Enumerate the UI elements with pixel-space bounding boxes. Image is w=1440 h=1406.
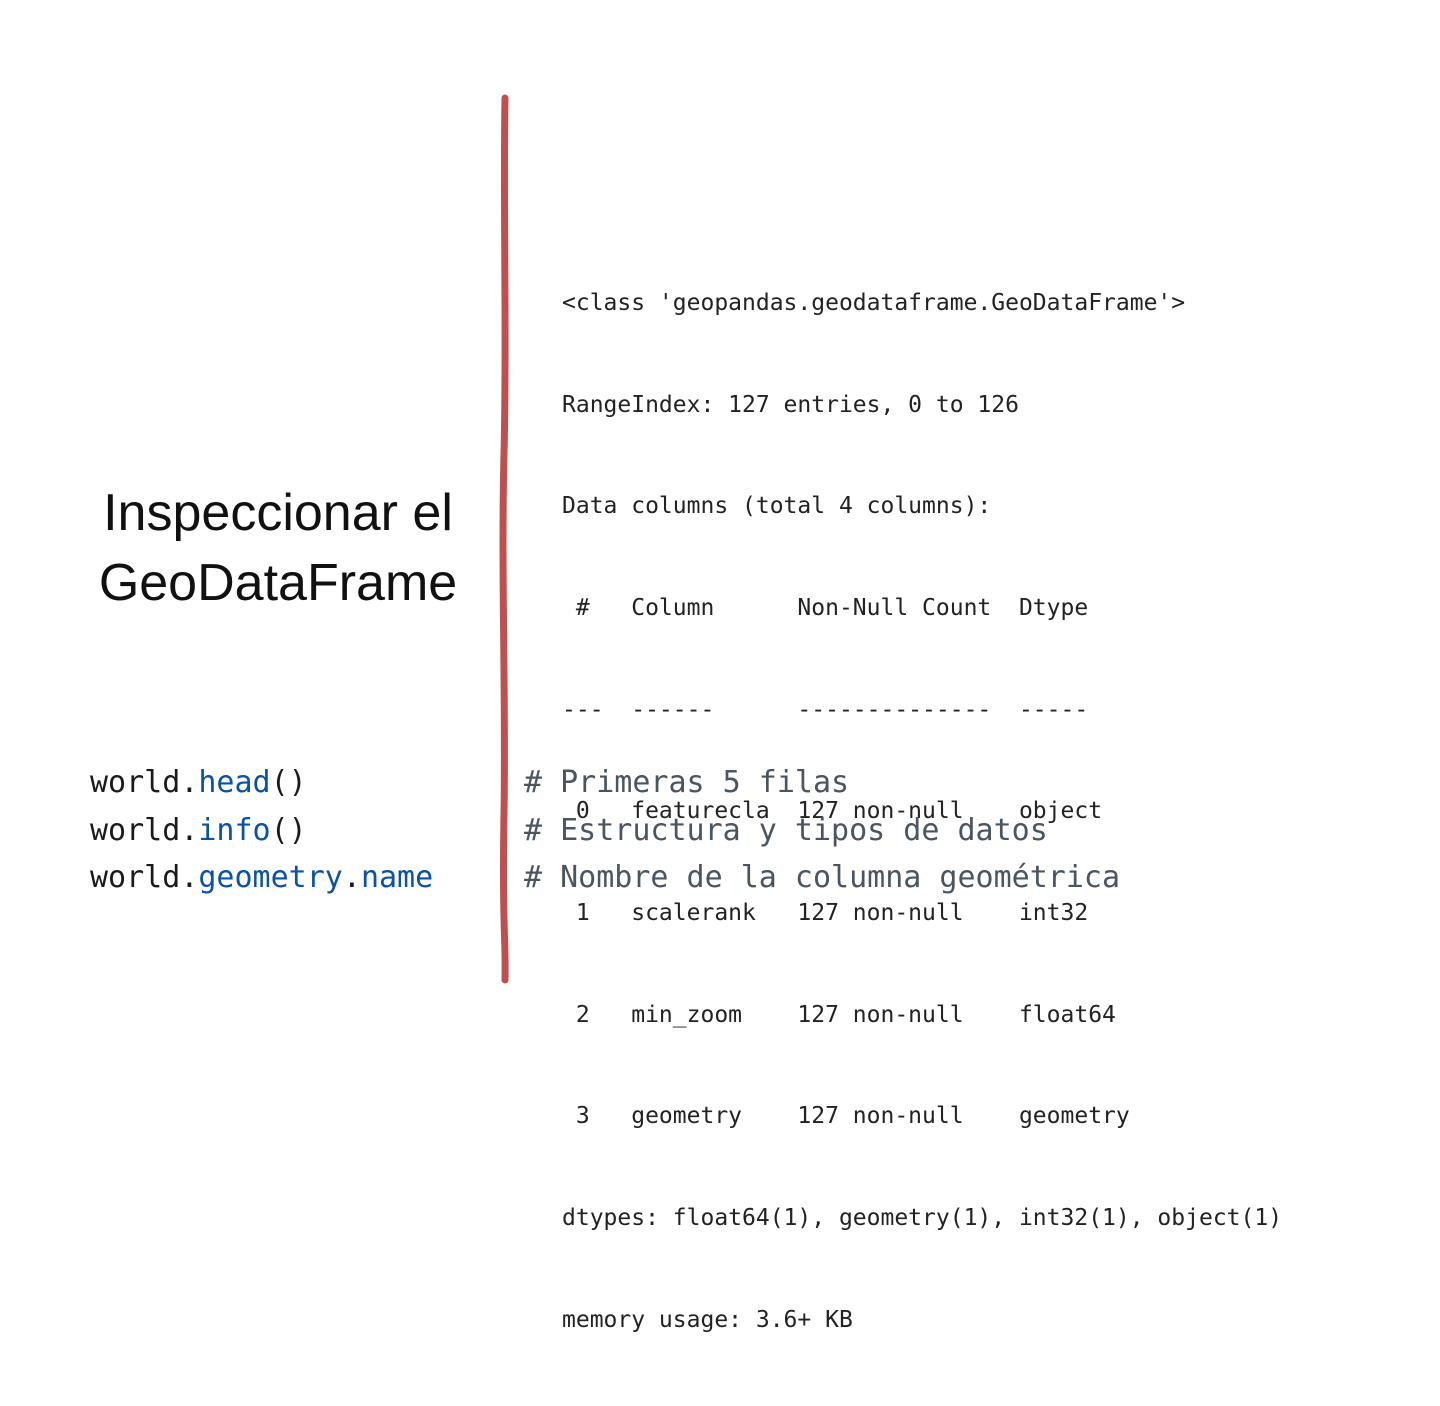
code-call: () <box>270 765 307 800</box>
code-dot: . <box>342 860 361 895</box>
output-line: 1 scalerank 127 non-null int32 <box>562 900 1130 927</box>
code-method: head <box>198 765 271 800</box>
code-attribute: geometry <box>198 860 343 895</box>
code-object: world <box>90 812 181 848</box>
slide: Inspeccionar el GeoDataFrame <class 'geo… <box>60 94 1282 1333</box>
code-object: world <box>90 860 181 895</box>
code-line-head: world.head() <box>90 759 433 807</box>
code-comment: # Primeras 5 filas <box>524 765 850 800</box>
code-dot: . <box>180 812 199 848</box>
slide-title-line-1: Inspeccionar el <box>103 484 453 542</box>
code-attribute: name <box>360 860 434 895</box>
output-line: --- ------ -------------- ----- <box>562 696 1130 723</box>
code-call: () <box>270 812 307 848</box>
output-line: <class 'geopandas.geodataframe.GeoDataFr… <box>562 289 1186 316</box>
output-line: 3 geometry 127 non-null geometry <box>562 1103 1130 1130</box>
output-line: 2 min_zoom 127 non-null float64 <box>562 1001 1130 1028</box>
code-comment: # Estructura y tipos de datos <box>524 812 1048 848</box>
code-comment: # Nombre de la columna geométrica <box>524 860 1121 895</box>
output-line: # Column Non-Null Count Dtype <box>562 594 1130 621</box>
code-comments: # Primeras 5 filas # Estructura y tipos … <box>524 759 1120 902</box>
code-line-info: world.info() <box>90 807 433 855</box>
output-line: Data columns (total 4 columns): <box>562 493 992 520</box>
vertical-divider <box>499 94 509 984</box>
code-line-geometry-name: world.geometry.name <box>90 854 433 902</box>
output-line: memory usage: 3.6+ KB <box>562 1306 853 1333</box>
slide-title: Inspeccionar el GeoDataFrame <box>60 478 496 618</box>
code-block: world.head() world.info() world.geometry… <box>90 759 433 902</box>
code-object: world <box>90 765 181 800</box>
slide-title-line-2: GeoDataFrame <box>98 554 458 612</box>
code-dot: . <box>180 765 199 800</box>
code-method: info <box>198 812 271 848</box>
output-line: 0 featurecla 127 non-null object <box>562 798 1130 825</box>
code-dot: . <box>180 860 199 895</box>
output-line: dtypes: float64(1), geometry(1), int32(1… <box>562 1205 1283 1232</box>
output-line: RangeIndex: 127 entries, 0 to 126 <box>562 391 1019 418</box>
